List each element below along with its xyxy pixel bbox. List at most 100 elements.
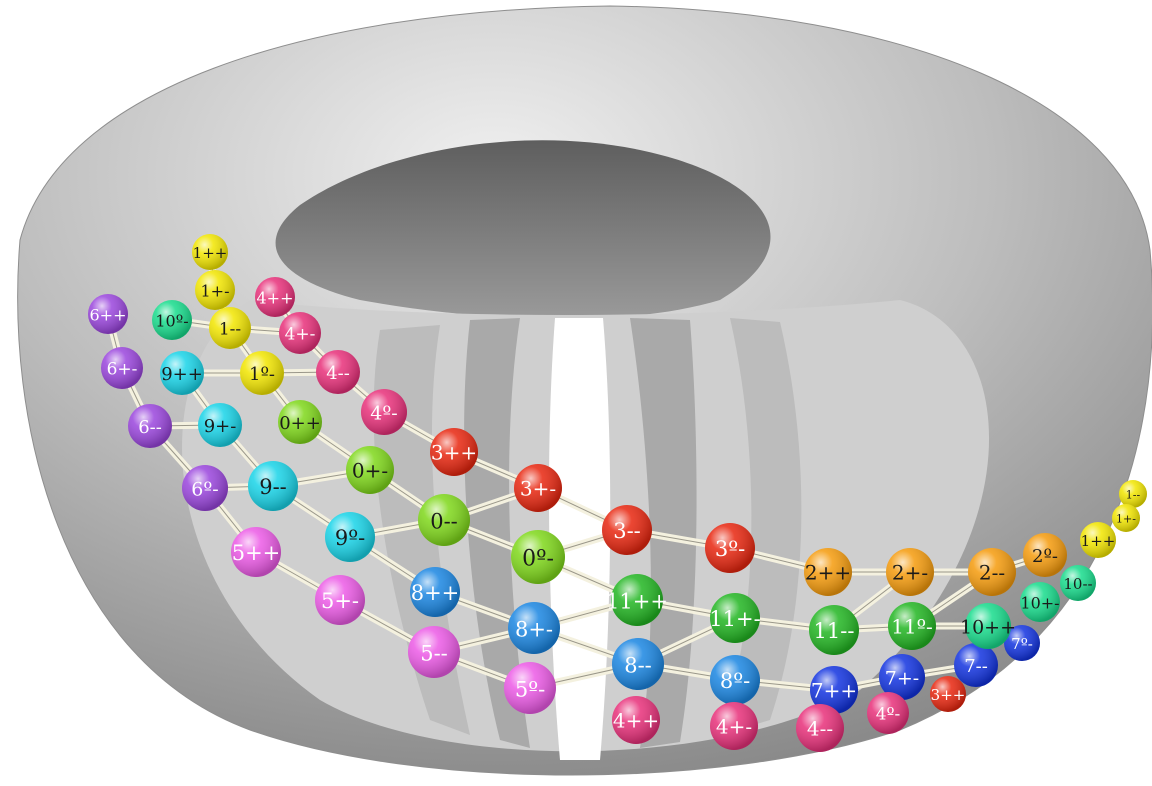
- node-label: 10--: [1063, 575, 1092, 593]
- node-shading: [1080, 522, 1116, 558]
- node-6--: 6--: [128, 404, 172, 448]
- node-5++: 5++: [231, 527, 281, 577]
- node-shading: [128, 404, 172, 448]
- node-label: 9--: [259, 475, 287, 499]
- node-label: 1--: [1126, 488, 1141, 501]
- graph-nodes: 0++0+-0--0º-1++1+-1--1º-2++2+-2--2º-3++3…: [88, 234, 1147, 752]
- node-label: 2--: [979, 561, 1005, 585]
- node-shading: [240, 351, 284, 395]
- node-4º-: 4º-: [361, 389, 407, 435]
- node-shading: [886, 548, 934, 596]
- node-shading: [809, 605, 859, 655]
- node-2º-: 2º-: [1023, 533, 1067, 577]
- node-4++: 4++: [255, 277, 295, 317]
- node-label: 9+-: [204, 416, 237, 437]
- node-label: 3++: [931, 686, 966, 704]
- node-3++: 3++: [430, 428, 478, 476]
- node-label: 8+-: [515, 617, 553, 641]
- node-4--: 4--: [316, 350, 360, 394]
- node-shading: [810, 666, 858, 714]
- node-shading: [710, 655, 760, 705]
- node-label: 0--: [430, 509, 458, 533]
- node-11--: 11--: [809, 605, 859, 655]
- node-5--: 5--: [408, 626, 460, 678]
- node-shading: [1112, 504, 1140, 532]
- node-shading: [514, 464, 562, 512]
- node-label: 7++: [811, 679, 857, 703]
- node-label: 11º-: [891, 615, 933, 639]
- node-8++: 8++: [410, 567, 460, 617]
- node-7++: 7++: [810, 666, 858, 714]
- node-shading: [430, 428, 478, 476]
- node-repeat-1++: 1++: [1080, 522, 1116, 558]
- node-shading: [710, 593, 760, 643]
- node-2+-: 2+-: [886, 548, 934, 596]
- node-label: 1+-: [201, 281, 230, 300]
- node-shading: [101, 347, 143, 389]
- node-label: 4º-: [876, 705, 901, 725]
- node-4+-: 4+-: [279, 312, 321, 354]
- node-label: 0º-: [522, 547, 554, 572]
- node-8+-: 8+-: [508, 602, 560, 654]
- node-shading: [278, 400, 322, 444]
- node-repeat-4--: 4--: [796, 704, 844, 752]
- node-7--: 7--: [954, 643, 998, 687]
- node-shading: [418, 494, 470, 546]
- node-shading: [361, 389, 407, 435]
- node-label: 4++: [257, 288, 294, 307]
- node-shading: [160, 351, 204, 395]
- node-label: 11+-: [709, 607, 760, 631]
- node-repeat-1+-: 1+-: [1112, 504, 1140, 532]
- node-shading: [705, 523, 755, 573]
- node-label: 10+-: [1020, 593, 1059, 612]
- torus-surface: [17, 5, 1152, 776]
- node-8--: 8--: [612, 638, 664, 690]
- node-0º-: 0º-: [511, 530, 565, 584]
- node-label: 8º-: [720, 669, 750, 693]
- node-6+-: 6+-: [101, 347, 143, 389]
- node-6++: 6++: [88, 294, 128, 334]
- node-5+-: 5+-: [315, 575, 365, 625]
- node-label: 2++: [805, 561, 851, 585]
- node-3º-: 3º-: [705, 523, 755, 573]
- node-label: 5--: [420, 641, 448, 665]
- node-label: 3--: [613, 519, 641, 543]
- node-repeat-4++: 4++: [612, 696, 660, 744]
- node-label: 11++: [606, 589, 668, 613]
- node-shading: [316, 350, 360, 394]
- node-shading: [195, 270, 235, 310]
- node-shading: [954, 643, 998, 687]
- node-0+-: 0+-: [346, 446, 394, 494]
- node-3--: 3--: [602, 505, 652, 555]
- node-8º-: 8º-: [710, 655, 760, 705]
- node-shading: [888, 602, 936, 650]
- node-shading: [504, 662, 556, 714]
- node-label: 10++: [960, 616, 1016, 638]
- node-label: 7+-: [885, 667, 919, 689]
- node-shading: [1023, 533, 1067, 577]
- node-label: 1º-: [249, 364, 275, 385]
- node-label: 7º-: [1011, 635, 1033, 653]
- node-shading: [1020, 582, 1060, 622]
- node-label: 8++: [411, 581, 460, 605]
- node-shading: [209, 307, 251, 349]
- node-shading: [279, 312, 321, 354]
- node-shading: [867, 692, 909, 734]
- node-shading: [192, 234, 228, 270]
- node-shading: [710, 702, 758, 750]
- node-shading: [346, 446, 394, 494]
- node-label: 3++: [431, 441, 477, 465]
- node-11º-: 11º-: [888, 602, 936, 650]
- node-repeat-4+-: 4+-: [710, 702, 758, 750]
- node-shading: [408, 626, 460, 678]
- node-label: 4++: [613, 709, 659, 733]
- node-7+-: 7+-: [879, 654, 925, 700]
- node-label: 1+-: [1116, 512, 1136, 525]
- node-1--: 1--: [209, 307, 251, 349]
- node-shading: [315, 575, 365, 625]
- node-repeat-1--: 1--: [1119, 480, 1147, 508]
- node-label: 5++: [232, 541, 281, 565]
- node-label: 4--: [326, 363, 350, 384]
- node-10º-: 10º-: [152, 300, 192, 340]
